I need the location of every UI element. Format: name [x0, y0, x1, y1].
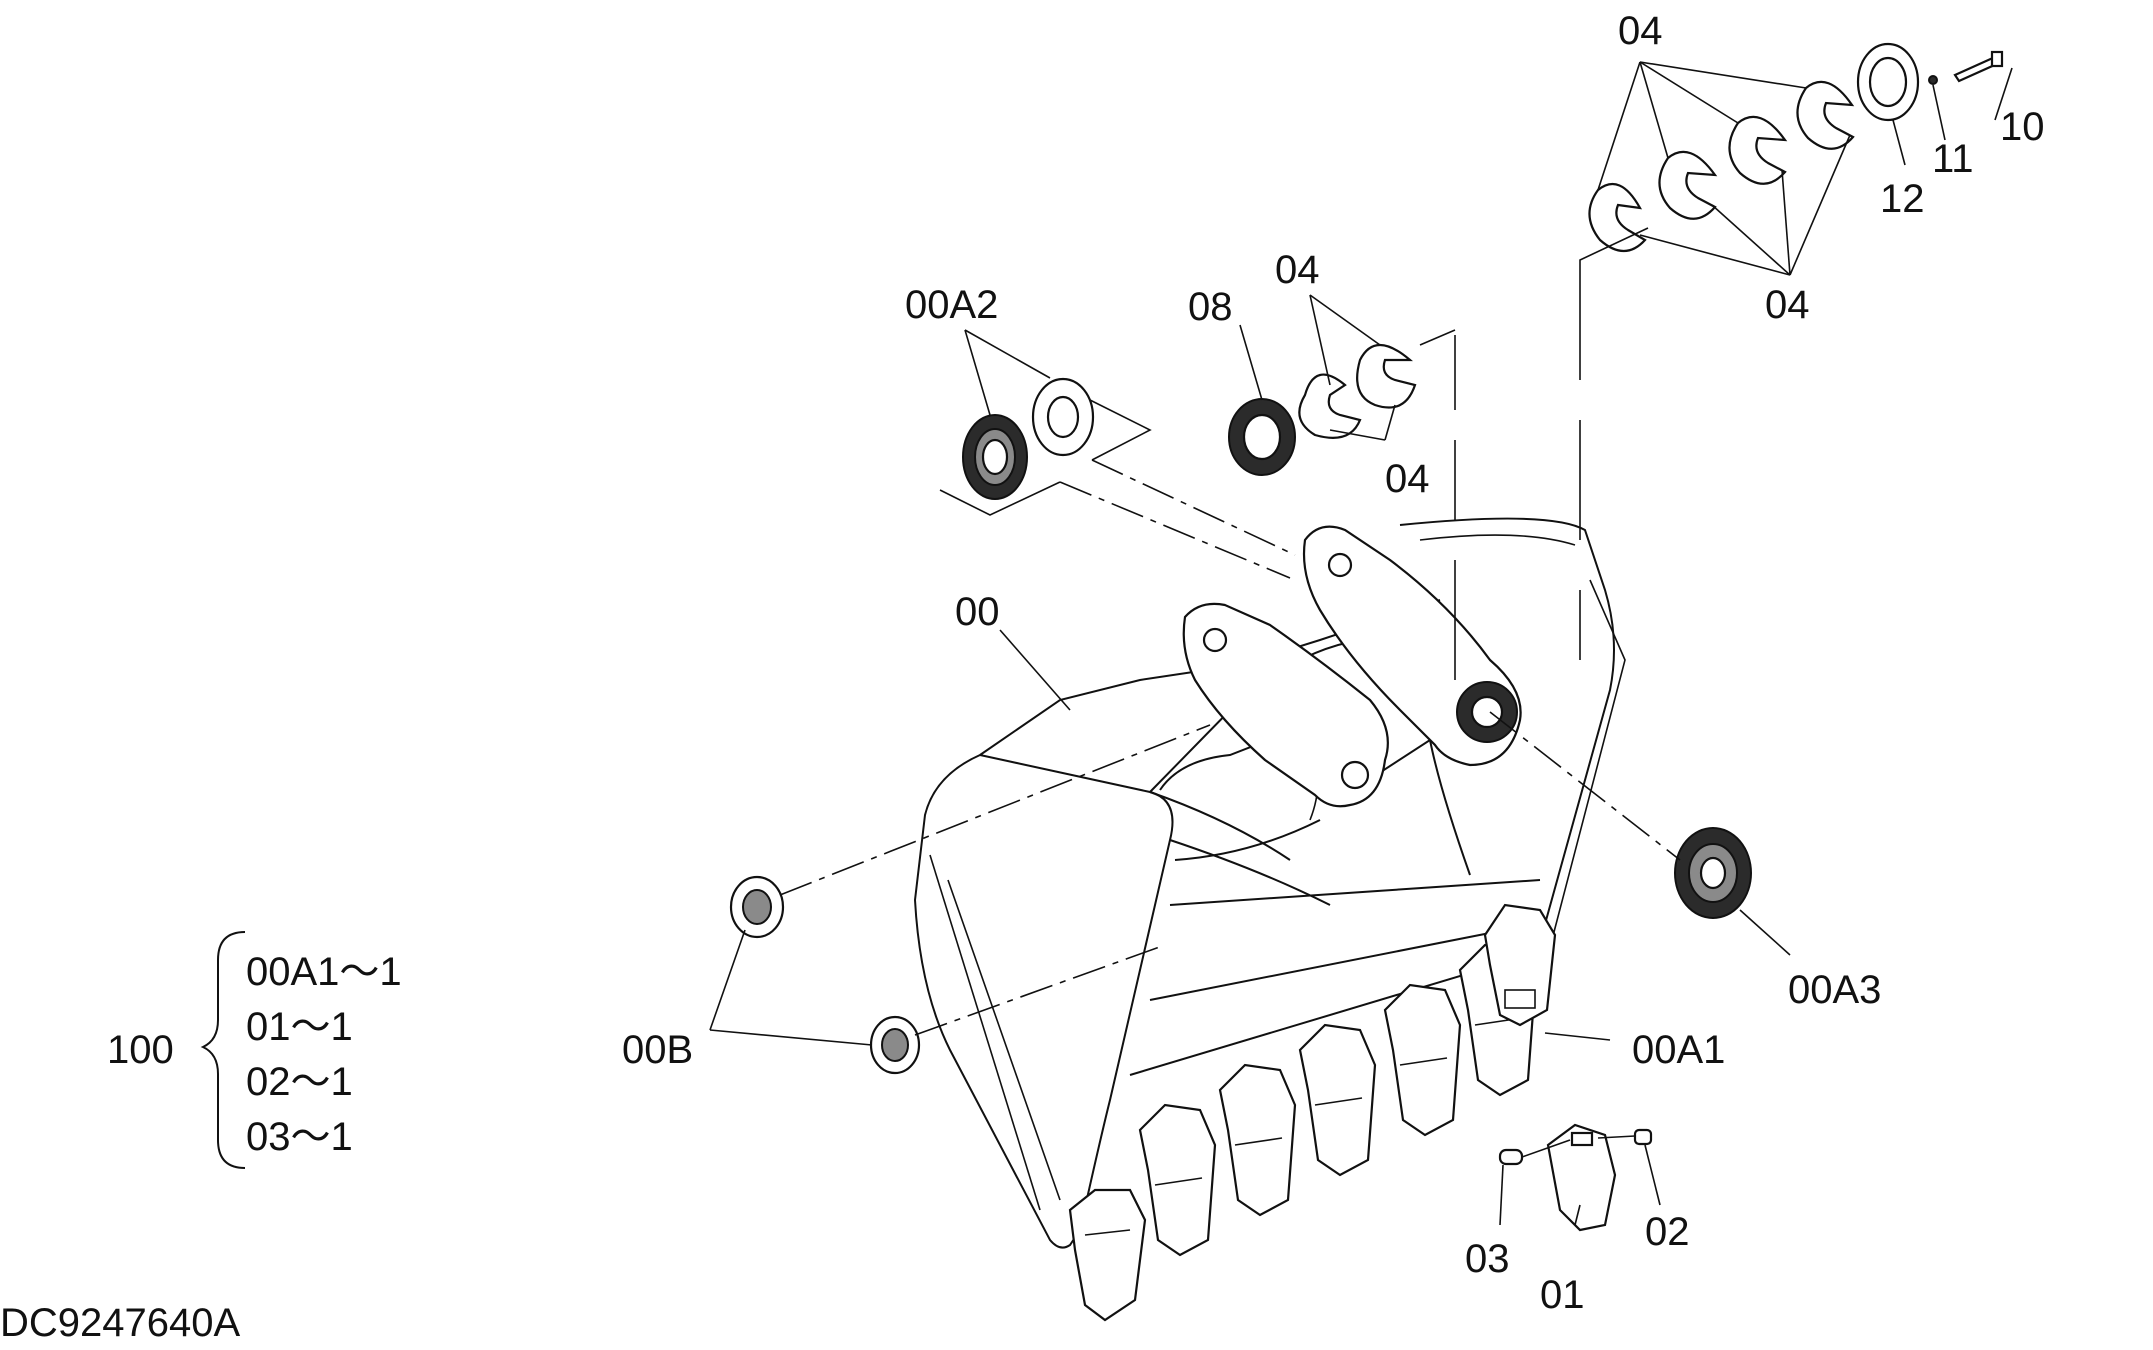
document-id: DC9247640A	[0, 1301, 240, 1345]
callout-12: 12	[1880, 177, 1925, 221]
shim-08	[1228, 398, 1296, 476]
bucket-bracket-right	[1302, 525, 1522, 767]
center-lines	[779, 227, 1681, 1036]
plate-12	[1856, 42, 1920, 122]
callout-10: 10	[2000, 105, 2045, 149]
callout-00A2: 00A2	[905, 283, 998, 327]
bolt-10	[1953, 50, 2004, 83]
shims-04-middle	[1298, 344, 1417, 439]
callout-00A3: 00A3	[1788, 968, 1881, 1012]
callout-00: 00	[955, 590, 1000, 634]
kit-brace	[200, 931, 246, 1169]
bucket-bracket-left	[1182, 602, 1389, 808]
kit-item: 03～1	[246, 1115, 353, 1159]
leader-lines	[709, 61, 2013, 1226]
lock-02	[1633, 1128, 1653, 1146]
washer-11	[1928, 75, 1938, 85]
callout-00A1: 00A1	[1632, 1028, 1725, 1072]
callout-04-lower: 04	[1385, 457, 1430, 501]
callout-11: 11	[1932, 137, 1974, 181]
callout-00B: 00B	[622, 1028, 693, 1072]
bushing-00B-pair	[729, 875, 921, 1075]
callout-04-right: 04	[1765, 283, 1810, 327]
kit-item: 00A1～1	[246, 950, 402, 994]
bucket-teeth	[1068, 903, 1557, 1322]
pin-03	[1498, 1148, 1524, 1166]
shims-04-top	[1588, 80, 1855, 253]
callout-01: 01	[1540, 1273, 1585, 1317]
callout-04-middle: 04	[1275, 248, 1320, 292]
callout-02: 02	[1645, 1210, 1690, 1254]
tooth-assembly-exploded	[1498, 1123, 1653, 1232]
bushing-00A3	[1674, 827, 1752, 919]
callout-04-top: 04	[1618, 9, 1663, 53]
bushing-00A2-pair	[939, 377, 1152, 516]
kit-number: 100	[107, 1028, 174, 1072]
callout-03: 03	[1465, 1237, 1510, 1281]
kit-item: 02～1	[246, 1060, 353, 1104]
kit-item: 01～1	[246, 1005, 353, 1049]
callout-08: 08	[1188, 285, 1233, 329]
